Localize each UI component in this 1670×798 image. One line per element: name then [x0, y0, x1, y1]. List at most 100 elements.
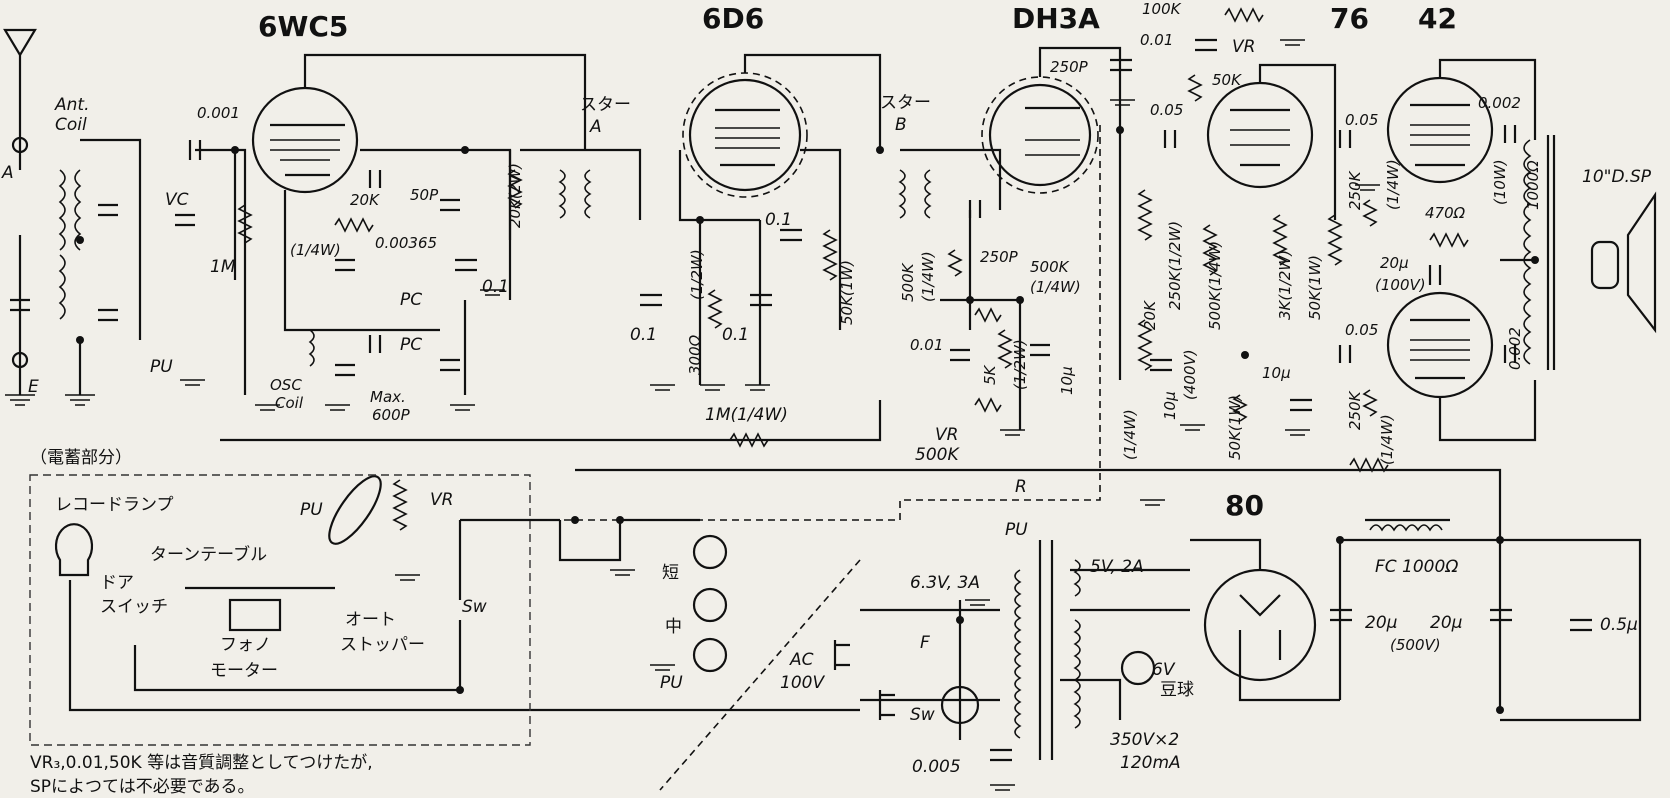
label-pcc: PC — [400, 290, 422, 310]
label-f: F — [920, 633, 930, 653]
label-osc: OSC — [270, 376, 302, 394]
power-switch-icon — [878, 690, 895, 720]
phono-section-box — [29, 474, 531, 746]
label-r-20k-w: (1/4W) — [290, 241, 341, 259]
label-c-01b: 0.1 — [630, 325, 657, 345]
label-speaker: 10"D.SP — [1582, 167, 1652, 187]
label-sw1: Sw — [910, 705, 935, 725]
label-c-005c: 0.05 — [1345, 321, 1378, 339]
label-b3: B — [895, 115, 907, 135]
label-120ma: 120mA — [1120, 753, 1181, 773]
label-pu-1: PU — [150, 357, 173, 377]
speaker-icon — [1590, 191, 1657, 334]
label-phono-motor-1: フォノ — [220, 635, 271, 655]
label-pu-2: PU — [1005, 520, 1028, 540]
tube-6wc5 — [251, 86, 359, 194]
label-c-0002a: 0.002 — [1478, 94, 1521, 112]
tube-42-upper — [1386, 76, 1494, 184]
label-r-50k-1w-b: 50K(1W) — [1306, 255, 1324, 320]
label-mame-bulb: 豆球 — [1160, 680, 1194, 700]
tube-label-42: 42 — [1418, 2, 1457, 35]
label-ac: AC — [789, 650, 814, 670]
label-pu-3: PU — [300, 500, 323, 520]
label-5v-2a: 5V, 2A — [1090, 557, 1144, 577]
label-r-1000: 1000Ω — [1524, 160, 1542, 210]
label-osc-coil: Coil — [275, 394, 304, 412]
tube-6d6 — [682, 72, 808, 198]
label-r-500k-w: (1/4W) — [919, 251, 937, 302]
label-r-300-w: (1/2W) — [688, 249, 706, 300]
label-star-b3: スター — [880, 93, 931, 113]
label-6v3-3a: 6.3V, 3A — [910, 573, 980, 593]
label-record-lamp: レコードランプ — [55, 495, 174, 515]
label-r-20k-14w: (1/4W) — [1121, 409, 1139, 460]
label-r-500k: 500K — [899, 262, 917, 302]
terminal-a-icon — [11, 136, 29, 154]
label-star-a3: スター — [580, 95, 631, 115]
label-c-10u: 10μ — [1058, 366, 1076, 395]
label-c-20u-a: 20μ — [1365, 613, 1398, 633]
label-c-20u-v: (100V) — [1375, 276, 1426, 294]
tube-80 — [1203, 568, 1317, 682]
label-c-0005: 0.005 — [912, 757, 961, 777]
label-r-5k-w: (1/2W) — [1011, 339, 1029, 390]
label-c-01c: 0.1 — [722, 325, 749, 345]
label-c-00365: 0.00365 — [375, 234, 437, 252]
label-r-470: 470Ω — [1425, 204, 1466, 222]
label-ant-coil-2: Coil — [55, 115, 87, 135]
label-ant-coil: Ant. — [54, 95, 89, 115]
tube-label-6d6: 6D6 — [702, 2, 764, 35]
label-max: Max. — [370, 388, 406, 406]
band-switch-icons — [692, 534, 728, 673]
label-r-1m-14: 1M(1/4W) — [705, 405, 788, 425]
label-vr1-value: 500K — [915, 445, 960, 465]
label-c-10u-400v: (400V) — [1181, 349, 1199, 400]
label-6v: 6V — [1152, 660, 1176, 680]
label-auto-stop-1: オート — [345, 610, 396, 630]
label-switch: スイッチ — [100, 597, 168, 617]
label-vr2: VR — [430, 490, 453, 510]
label-r-1m: 1M — [210, 257, 236, 277]
label-fc: FC 1000Ω — [1375, 557, 1458, 577]
resistors — [237, 7, 1469, 531]
label-350v: 350V×2 — [1110, 730, 1179, 750]
label-band-short: 短 — [662, 563, 679, 583]
label-c-250p-top: 250P — [1050, 58, 1089, 76]
pilot-lamp-icon — [1120, 650, 1156, 686]
label-c-500v: (500V) — [1390, 636, 1441, 654]
tube-42-lower — [1386, 291, 1494, 399]
label-r-50k-1w-c: 50K(1W) — [1226, 395, 1244, 460]
label-r-500k-14: 500K(1/4W) — [1206, 241, 1224, 330]
label-c-20u-b: 20μ — [1430, 613, 1463, 633]
label-r-250k-b: 250K — [1346, 170, 1364, 210]
label-ac-100v: 100V — [780, 673, 825, 693]
label-c-01a: 0.1 — [482, 277, 509, 297]
antenna-icon — [3, 28, 37, 60]
label-r-250k-cw: (1/4W) — [1378, 414, 1396, 465]
label-r-300: 300Ω — [686, 334, 704, 375]
tube-label-76: 76 — [1330, 2, 1369, 35]
ac-plug-icon — [833, 640, 850, 670]
label-r-100k: 100K — [1142, 0, 1182, 18]
label-auto-stop-2: ストッパー — [340, 635, 425, 655]
phono-motor-icon — [228, 598, 282, 632]
coils — [58, 135, 1556, 739]
label-r-250k-bw: (1/4W) — [1384, 159, 1402, 210]
label-r-500k-bw: (1/4W) — [1030, 278, 1081, 296]
label-c-10u-400: 10μ — [1161, 391, 1179, 420]
tube-label-6wc5: 6WC5 — [258, 10, 348, 43]
tube-label-80: 80 — [1225, 489, 1264, 522]
label-r-50k-1w: 50K(1W) — [838, 260, 856, 325]
label-c-0001: 0.001 — [197, 104, 240, 122]
label-r-20k-14: 20K — [1141, 300, 1159, 330]
terminal-e-icon — [11, 351, 29, 369]
label-vc1: VC — [165, 190, 189, 210]
label-r-500k-b: 500K — [1030, 258, 1070, 276]
label-c-0002b: 0.002 — [1506, 327, 1524, 370]
label-c-250p: 250P — [980, 248, 1019, 266]
label-c-001: 0.01 — [910, 336, 943, 354]
label-vr1: VR — [935, 425, 958, 445]
label-c-005a: 0.05 — [1150, 101, 1183, 119]
